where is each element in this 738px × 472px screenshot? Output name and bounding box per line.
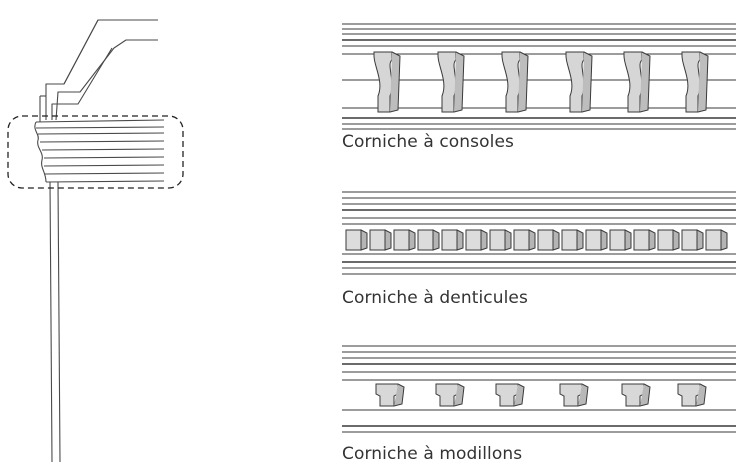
caption-consoles: Corniche à consoles (342, 132, 514, 152)
cornice-wall-section-drawing (7, 19, 184, 463)
caption-denticules: Corniche à denticules (342, 288, 528, 308)
console-cornice-illustration (340, 18, 738, 136)
dentil-cornice-illustration (340, 188, 738, 283)
caption-modillons: Corniche à modillons (342, 444, 523, 464)
modillion-cornice-illustration (340, 340, 738, 440)
dashed-cornice-highlight (7, 115, 184, 189)
